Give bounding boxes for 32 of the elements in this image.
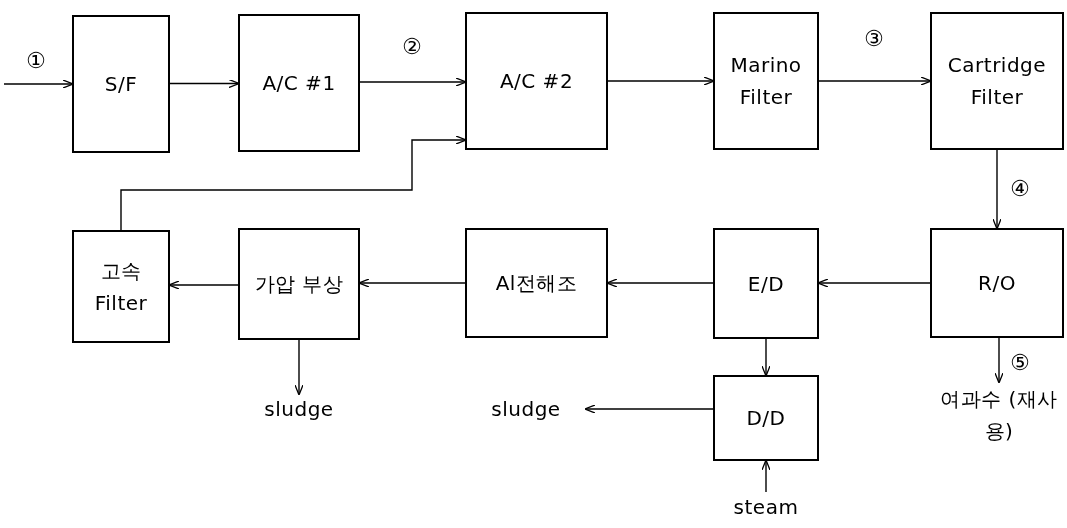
process-box: R/O xyxy=(930,228,1064,338)
flow-arrow xyxy=(169,78,240,89)
process-box: E/D xyxy=(713,228,819,339)
step-number: ⑤ xyxy=(1008,352,1032,374)
process-box: Marino Filter xyxy=(713,12,819,150)
flow-arrow xyxy=(818,76,932,86)
step-number: ④ xyxy=(1008,178,1032,200)
process-box: A/C #1 xyxy=(238,14,360,152)
process-box: A/C #2 xyxy=(465,12,608,150)
flow-arrow xyxy=(294,339,304,396)
output-text: steam xyxy=(716,492,816,522)
flow-arrow xyxy=(359,77,467,87)
step-number: ① xyxy=(24,50,48,72)
process-box: Cartridge Filter xyxy=(930,12,1064,150)
step-number: ③ xyxy=(862,28,886,50)
flow-arrow xyxy=(584,404,714,414)
process-box: S/F xyxy=(72,15,170,153)
process-box: Al전해조 xyxy=(465,228,608,338)
flow-arrow xyxy=(3,79,74,89)
flow-arrow xyxy=(761,338,771,377)
flow-arrow xyxy=(992,149,1002,230)
output-text: sludge xyxy=(239,394,359,424)
step-number: ② xyxy=(400,36,424,58)
process-box: D/D xyxy=(713,375,819,461)
process-box: 고속 Filter xyxy=(72,230,170,343)
output-text: 여과수 (재사용) xyxy=(934,382,1064,448)
flow-arrow xyxy=(607,76,715,86)
flow-arrow xyxy=(120,135,467,231)
flow-arrow xyxy=(994,337,1004,384)
flow-arrow xyxy=(761,459,771,493)
process-box: 가압 부상 xyxy=(238,228,360,340)
output-text: sludge xyxy=(466,394,586,424)
